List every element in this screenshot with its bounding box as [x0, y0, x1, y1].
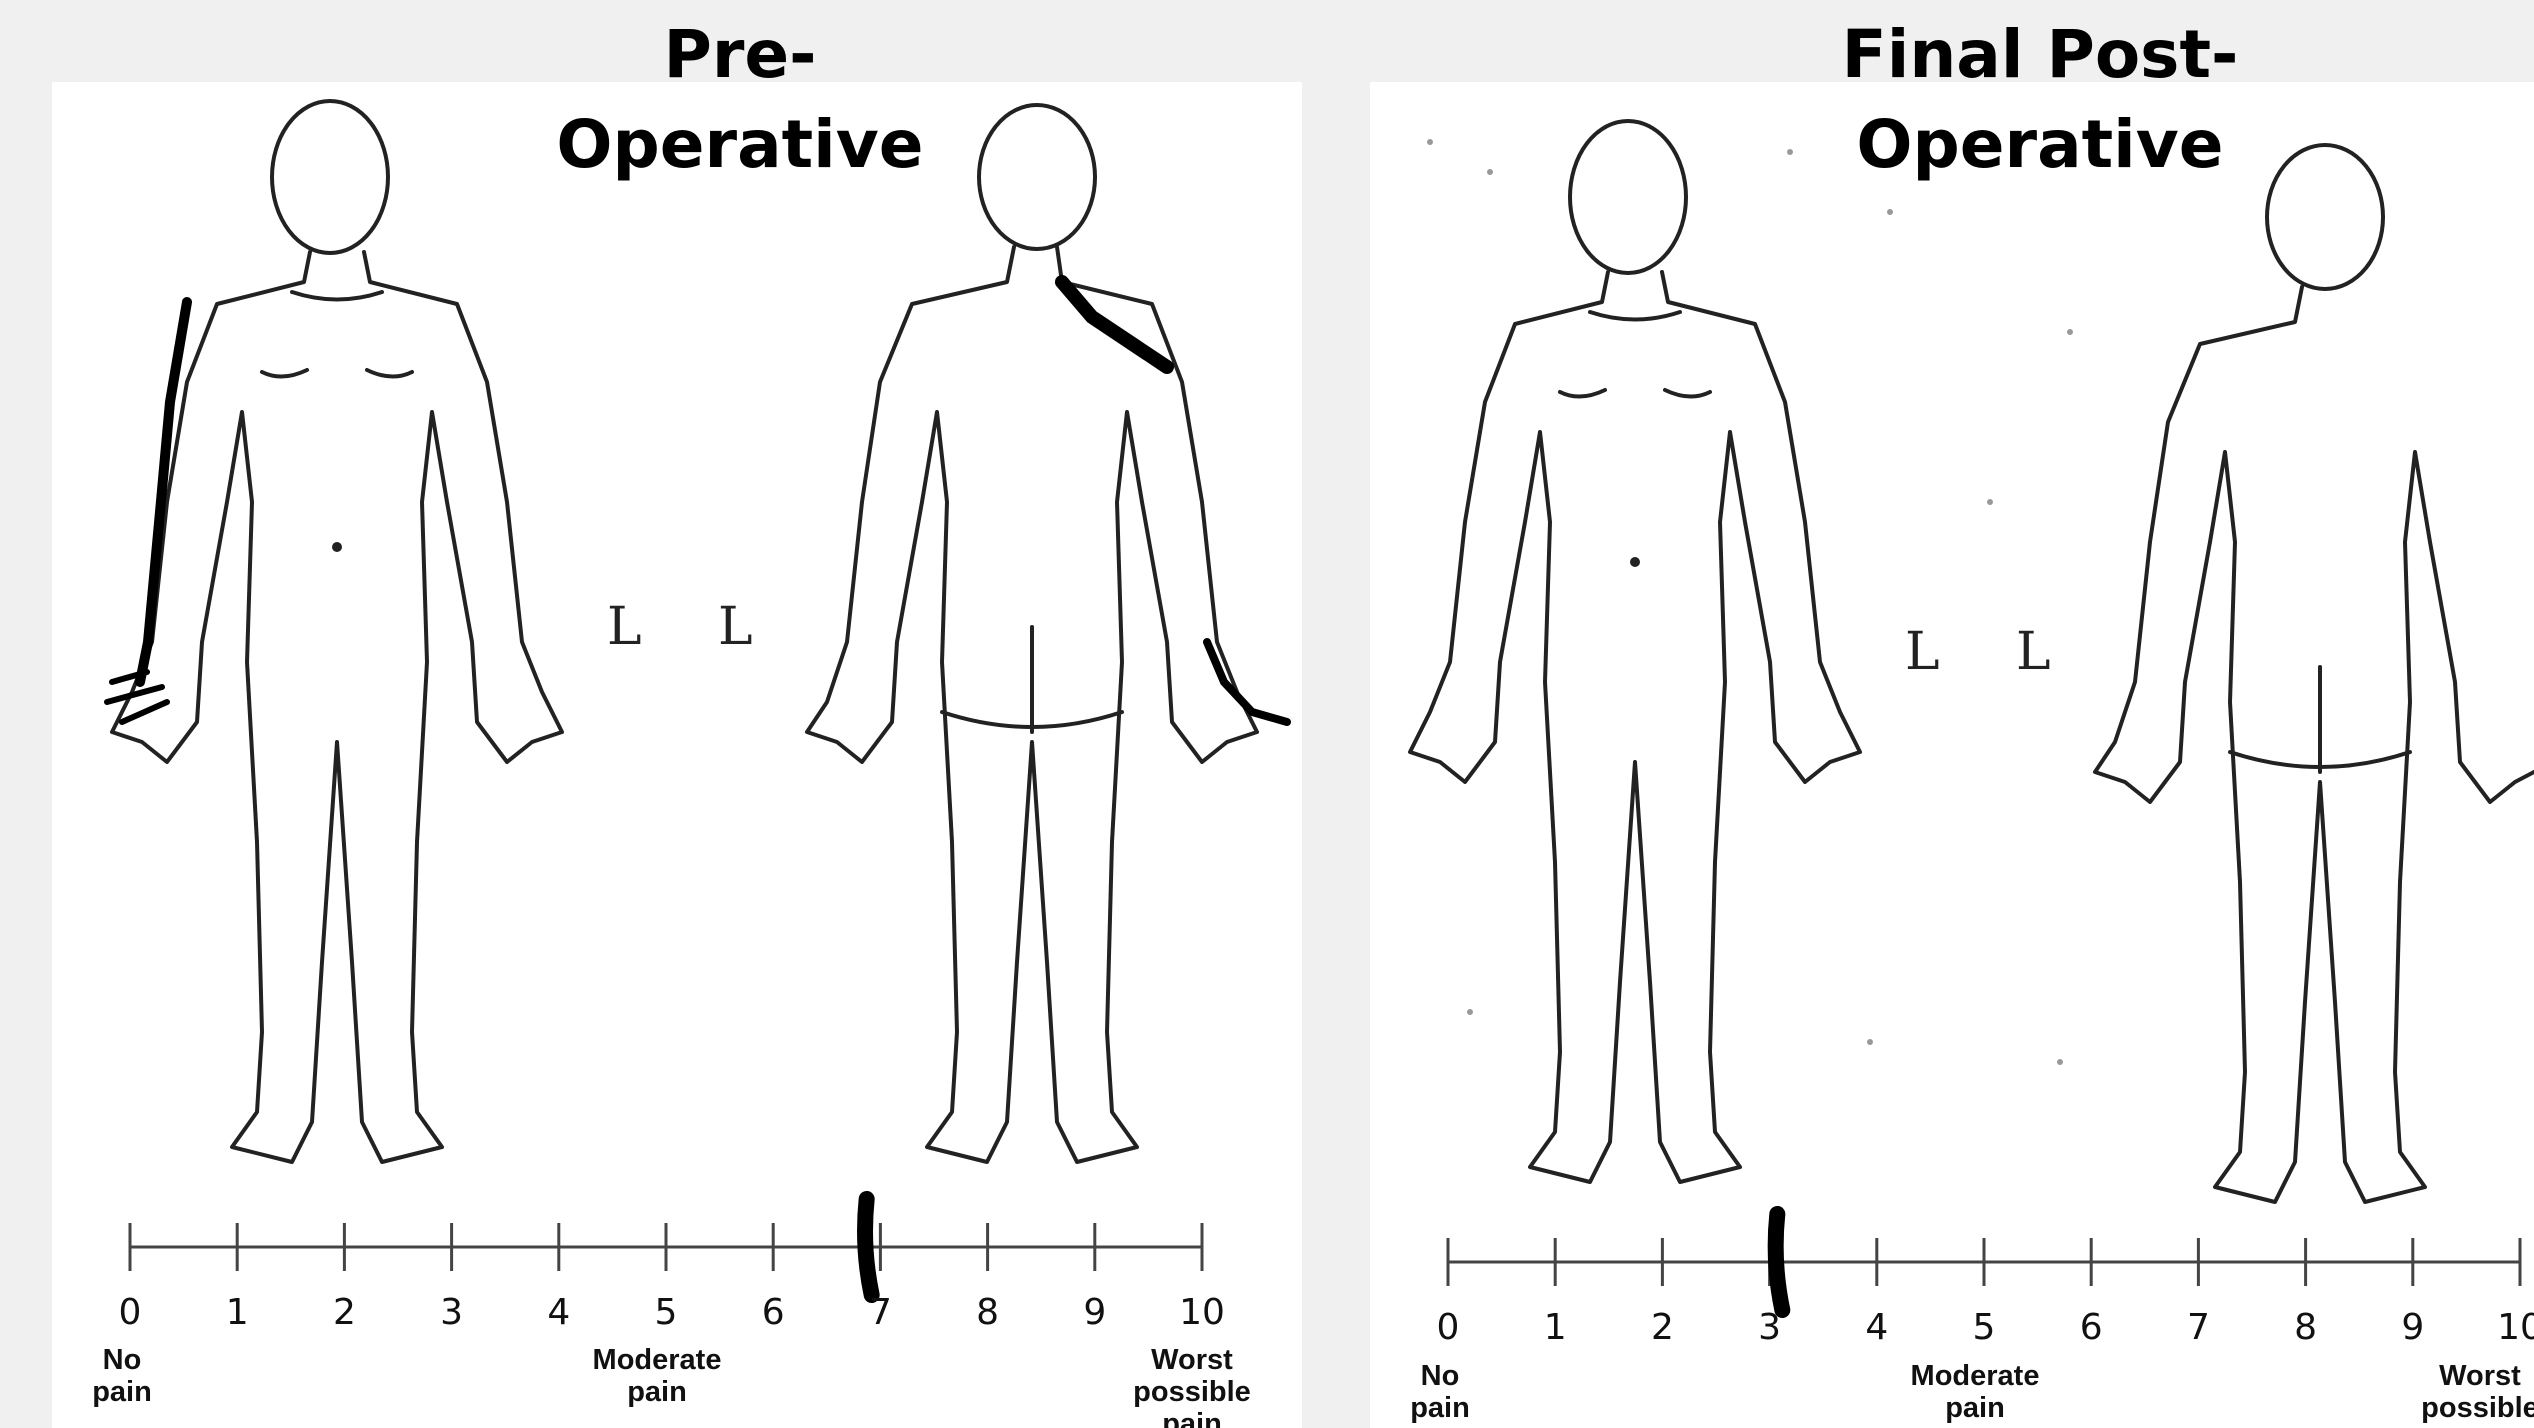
- pre-operative-title-line1: Pre-: [500, 10, 980, 100]
- back-hand-pain-marking: [1207, 642, 1287, 722]
- pre-anchor-worst-pain: Worst possible pain: [1117, 1344, 1267, 1428]
- back-figure-outline: [807, 105, 1257, 1162]
- scale-tick-label-3: 3: [422, 1292, 482, 1333]
- scale-tick-label-1: 1: [1525, 1307, 1585, 1348]
- post-anchor-no-pain: No pain: [1400, 1360, 1480, 1424]
- scale-tick-label-4: 4: [529, 1292, 589, 1333]
- post-anchor-moderate-line2: pain: [1885, 1392, 2065, 1424]
- scale-tick-label-9: 9: [2383, 1307, 2443, 1348]
- pain-level-marker: [865, 1199, 872, 1295]
- front-arm-pain-marking: [140, 302, 187, 682]
- post-anchor-worst-line2: possible: [2420, 1392, 2534, 1424]
- scan-noise: [1427, 139, 2073, 1065]
- post-anchor-no-pain-line1: No: [1400, 1360, 1480, 1392]
- pre-pain-scale-line: [122, 1207, 1222, 1277]
- scale-tick-label-0: 0: [1418, 1307, 1478, 1348]
- scale-tick-label-6: 6: [743, 1292, 803, 1333]
- front-figure-outline: [112, 101, 562, 1162]
- scale-tick-label-4: 4: [1847, 1307, 1907, 1348]
- post-operative-title-line2: Operative: [1800, 100, 2280, 190]
- scale-tick-label-8: 8: [958, 1292, 1018, 1333]
- scale-tick-label-7: 7: [850, 1292, 910, 1333]
- post-operative-panel: L L 0 1 2 3 4 5 6 7 8 9 10 No pain Moderate pain W…: [1370, 82, 2534, 1428]
- scale-tick-label-2: 2: [314, 1292, 374, 1333]
- post-operative-title-line1: Final Post-: [1800, 10, 2280, 100]
- post-operative-title: Final Post- Operative: [1800, 10, 2280, 190]
- post-pain-scale-line: [1440, 1222, 2534, 1292]
- pre-anchor-no-pain-line2: pain: [82, 1376, 162, 1408]
- pre-anchor-moderate-line1: Moderate: [567, 1344, 747, 1376]
- scale-tick-label-5: 5: [636, 1292, 696, 1333]
- scale-tick-label-5: 5: [1954, 1307, 2014, 1348]
- pain-level-marker: [1776, 1214, 1783, 1310]
- post-anchor-moderate-line1: Moderate: [1885, 1360, 2065, 1392]
- scale-tick-label-0: 0: [100, 1292, 160, 1333]
- scale-tick-label-2: 2: [1632, 1307, 1692, 1348]
- scale-tick-label-10: 10: [1172, 1292, 1232, 1333]
- post-anchor-no-pain-line2: pain: [1400, 1392, 1480, 1424]
- pre-operative-panel: L L 0 1 2 3 4 5 6 7 8 9 10 No pain Moderate pain W…: [52, 82, 1302, 1428]
- scale-tick-label-8: 8: [2276, 1307, 2336, 1348]
- pre-anchor-moderate-pain: Moderate pain: [567, 1344, 747, 1408]
- post-anchor-worst-line1: Worst: [2420, 1360, 2534, 1392]
- scale-tick-label-1: 1: [207, 1292, 267, 1333]
- post-anchor-worst-line3: pain: [2420, 1424, 2534, 1428]
- back-figure-outline: [2095, 145, 2534, 1202]
- pre-operative-title: Pre- Operative: [500, 10, 980, 190]
- scale-tick-label-10: 10: [2490, 1307, 2534, 1348]
- post-anchor-worst-pain: Worst possible pain: [2420, 1360, 2534, 1428]
- post-side-labels: L L: [1905, 622, 2081, 682]
- pre-anchor-worst-line2: possible: [1117, 1376, 1267, 1408]
- pre-side-labels: L L: [607, 597, 783, 657]
- pre-anchor-worst-line3: pain: [1117, 1408, 1267, 1428]
- pre-operative-title-line2: Operative: [500, 100, 980, 190]
- pre-anchor-worst-line1: Worst: [1117, 1344, 1267, 1376]
- front-figure-outline: [1410, 121, 1860, 1182]
- pre-anchor-no-pain-line1: No: [82, 1344, 162, 1376]
- pre-anchor-moderate-line2: pain: [567, 1376, 747, 1408]
- scale-tick-label-3: 3: [1740, 1307, 1800, 1348]
- pre-anchor-no-pain: No pain: [82, 1344, 162, 1408]
- scale-tick-label-7: 7: [2168, 1307, 2228, 1348]
- post-anchor-moderate-pain: Moderate pain: [1885, 1360, 2065, 1424]
- scale-tick-label-6: 6: [2061, 1307, 2121, 1348]
- scale-tick-label-9: 9: [1065, 1292, 1125, 1333]
